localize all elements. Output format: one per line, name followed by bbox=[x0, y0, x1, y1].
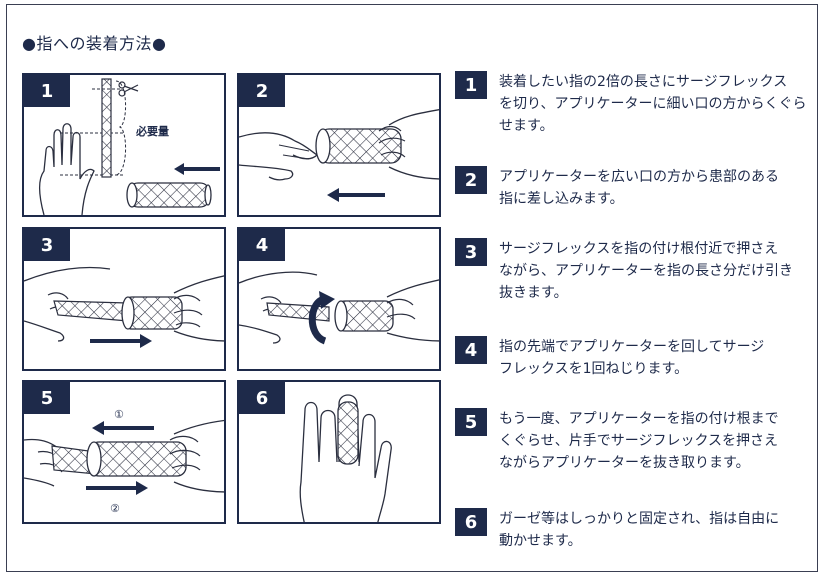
step-3-number: 3 bbox=[455, 238, 487, 266]
rotate-arrow-icon bbox=[308, 291, 335, 345]
panel-3-illustration bbox=[24, 266, 224, 348]
step-1-text: 装着したい指の2倍の長さにサージフレックス を切り、アプリケーターに細い口の方か… bbox=[499, 74, 807, 134]
panel-5-badge: 5 bbox=[24, 382, 70, 414]
step-5-text: もう一度、アプリケーターを指の付け根まで くぐらせ、片手でサージフレックスを押さ… bbox=[499, 411, 779, 471]
arrow-right-icon bbox=[90, 334, 152, 348]
panel-2-badge: 2 bbox=[239, 75, 285, 107]
panel-6-illustration bbox=[299, 394, 392, 522]
instruction-frame bbox=[6, 4, 818, 572]
step-2-number: 2 bbox=[455, 166, 487, 194]
step-mark-1: ① bbox=[114, 408, 124, 421]
panel-1-illustration: 必要量 bbox=[38, 78, 220, 215]
panel-2-illustration bbox=[239, 109, 439, 202]
panel-step-1: 必要量 1 bbox=[22, 73, 226, 217]
panel-step-4: 4 bbox=[237, 227, 441, 371]
panel-1-badge: 1 bbox=[24, 75, 70, 107]
step-1-number: 1 bbox=[455, 71, 487, 99]
panel-6-badge: 6 bbox=[239, 382, 285, 414]
panel-step-3: 3 bbox=[22, 227, 226, 371]
required-amount-label: 必要量 bbox=[135, 124, 169, 138]
panel-3-badge: 3 bbox=[24, 229, 70, 261]
step-2-text: アプリケーターを広い口の方から患部のある 指に差し込みます。 bbox=[499, 169, 779, 207]
panel-4-illustration bbox=[239, 271, 439, 345]
panel-step-5: ① ② 5 bbox=[22, 380, 226, 524]
step-6-number: 6 bbox=[455, 508, 487, 536]
step-mark-2: ② bbox=[110, 502, 120, 515]
panel-4-badge: 4 bbox=[239, 229, 285, 261]
arrow-left-icon bbox=[327, 188, 385, 202]
page-title: ●指への装着方法● bbox=[22, 34, 167, 53]
step-4-text: 指の先端でアプリケーターを回してサージ フレックスを1回ねじります。 bbox=[499, 339, 765, 377]
step-6-text: ガーゼ等はしっかりと固定され、指は自由に 動かせます。 bbox=[499, 511, 780, 549]
panel-step-6: 6 bbox=[237, 380, 441, 524]
step-4-number: 4 bbox=[455, 336, 487, 364]
step-5-number: 5 bbox=[455, 408, 487, 436]
arrow-left-icon bbox=[92, 421, 154, 435]
panel-5-illustration: ① ② bbox=[24, 408, 224, 515]
arrow-left-icon bbox=[174, 163, 220, 175]
panel-step-2: 2 bbox=[237, 73, 441, 217]
arrow-right-icon bbox=[86, 481, 148, 495]
step-3-text: サージフレックスを指の付け根付近で押さえ ながら、アプリケーターを指の長さ分だけ… bbox=[499, 241, 793, 301]
scissors-icon bbox=[92, 81, 139, 97]
